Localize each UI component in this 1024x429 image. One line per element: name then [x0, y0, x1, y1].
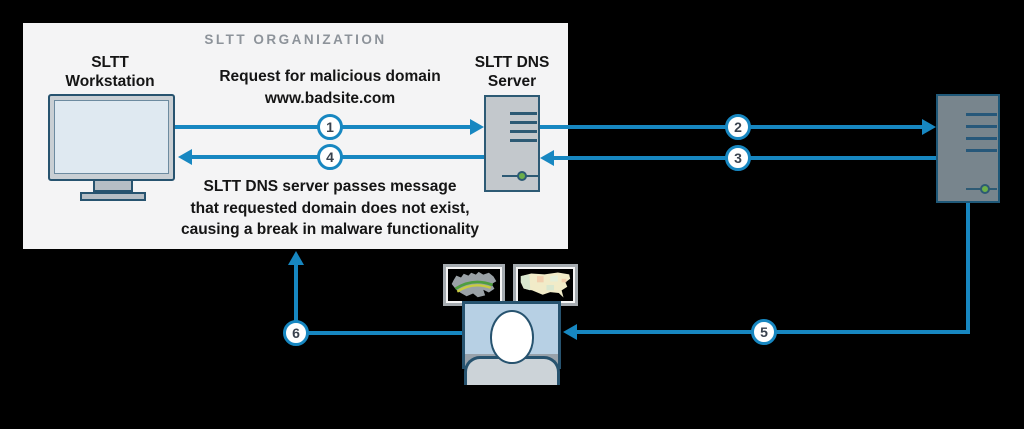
step-badge-5: 5 [751, 319, 777, 345]
arrow-6-line [294, 331, 462, 335]
step-badge-1: 1 [317, 114, 343, 140]
request-message: Request for malicious domain www.badsite… [219, 68, 441, 107]
arrowhead-left-icon [540, 150, 554, 166]
power-led-icon [980, 184, 990, 194]
arrowhead-up-icon [288, 251, 304, 265]
dns-server-label: SLTT DNS Server [474, 54, 550, 90]
person-head-icon [490, 310, 534, 364]
us-map-screen [513, 264, 578, 306]
us-map-icon [520, 272, 571, 298]
step-badge-4: 4 [317, 144, 343, 170]
power-led-icon [517, 171, 527, 181]
monitor-stand-neck [93, 181, 133, 192]
step-badge-2: 2 [725, 114, 751, 140]
monitor-screen [54, 100, 169, 174]
remote-server-tower-icon [936, 94, 1000, 203]
arrowhead-left-icon [563, 324, 577, 340]
dns-server-tower-icon [484, 95, 540, 192]
arrow-6-vertical-line [294, 265, 298, 331]
arrowhead-left-icon [178, 149, 192, 165]
arrowhead-right-icon [470, 119, 484, 135]
desktop-monitor-icon [48, 94, 175, 181]
step-badge-3: 3 [725, 145, 751, 171]
world-map-icon [451, 271, 497, 298]
arrowhead-right-icon [922, 119, 936, 135]
workstation-label: SLTT Workstation [65, 54, 155, 90]
org-box-title: SLTT ORGANIZATION [204, 32, 387, 47]
response-message: SLTT DNS server passes message that requ… [180, 178, 480, 238]
step-badge-6: 6 [283, 320, 309, 346]
arrow-5-vertical-line [966, 203, 970, 334]
monitor-stand-base [80, 192, 146, 201]
world-map-screen [443, 264, 505, 306]
